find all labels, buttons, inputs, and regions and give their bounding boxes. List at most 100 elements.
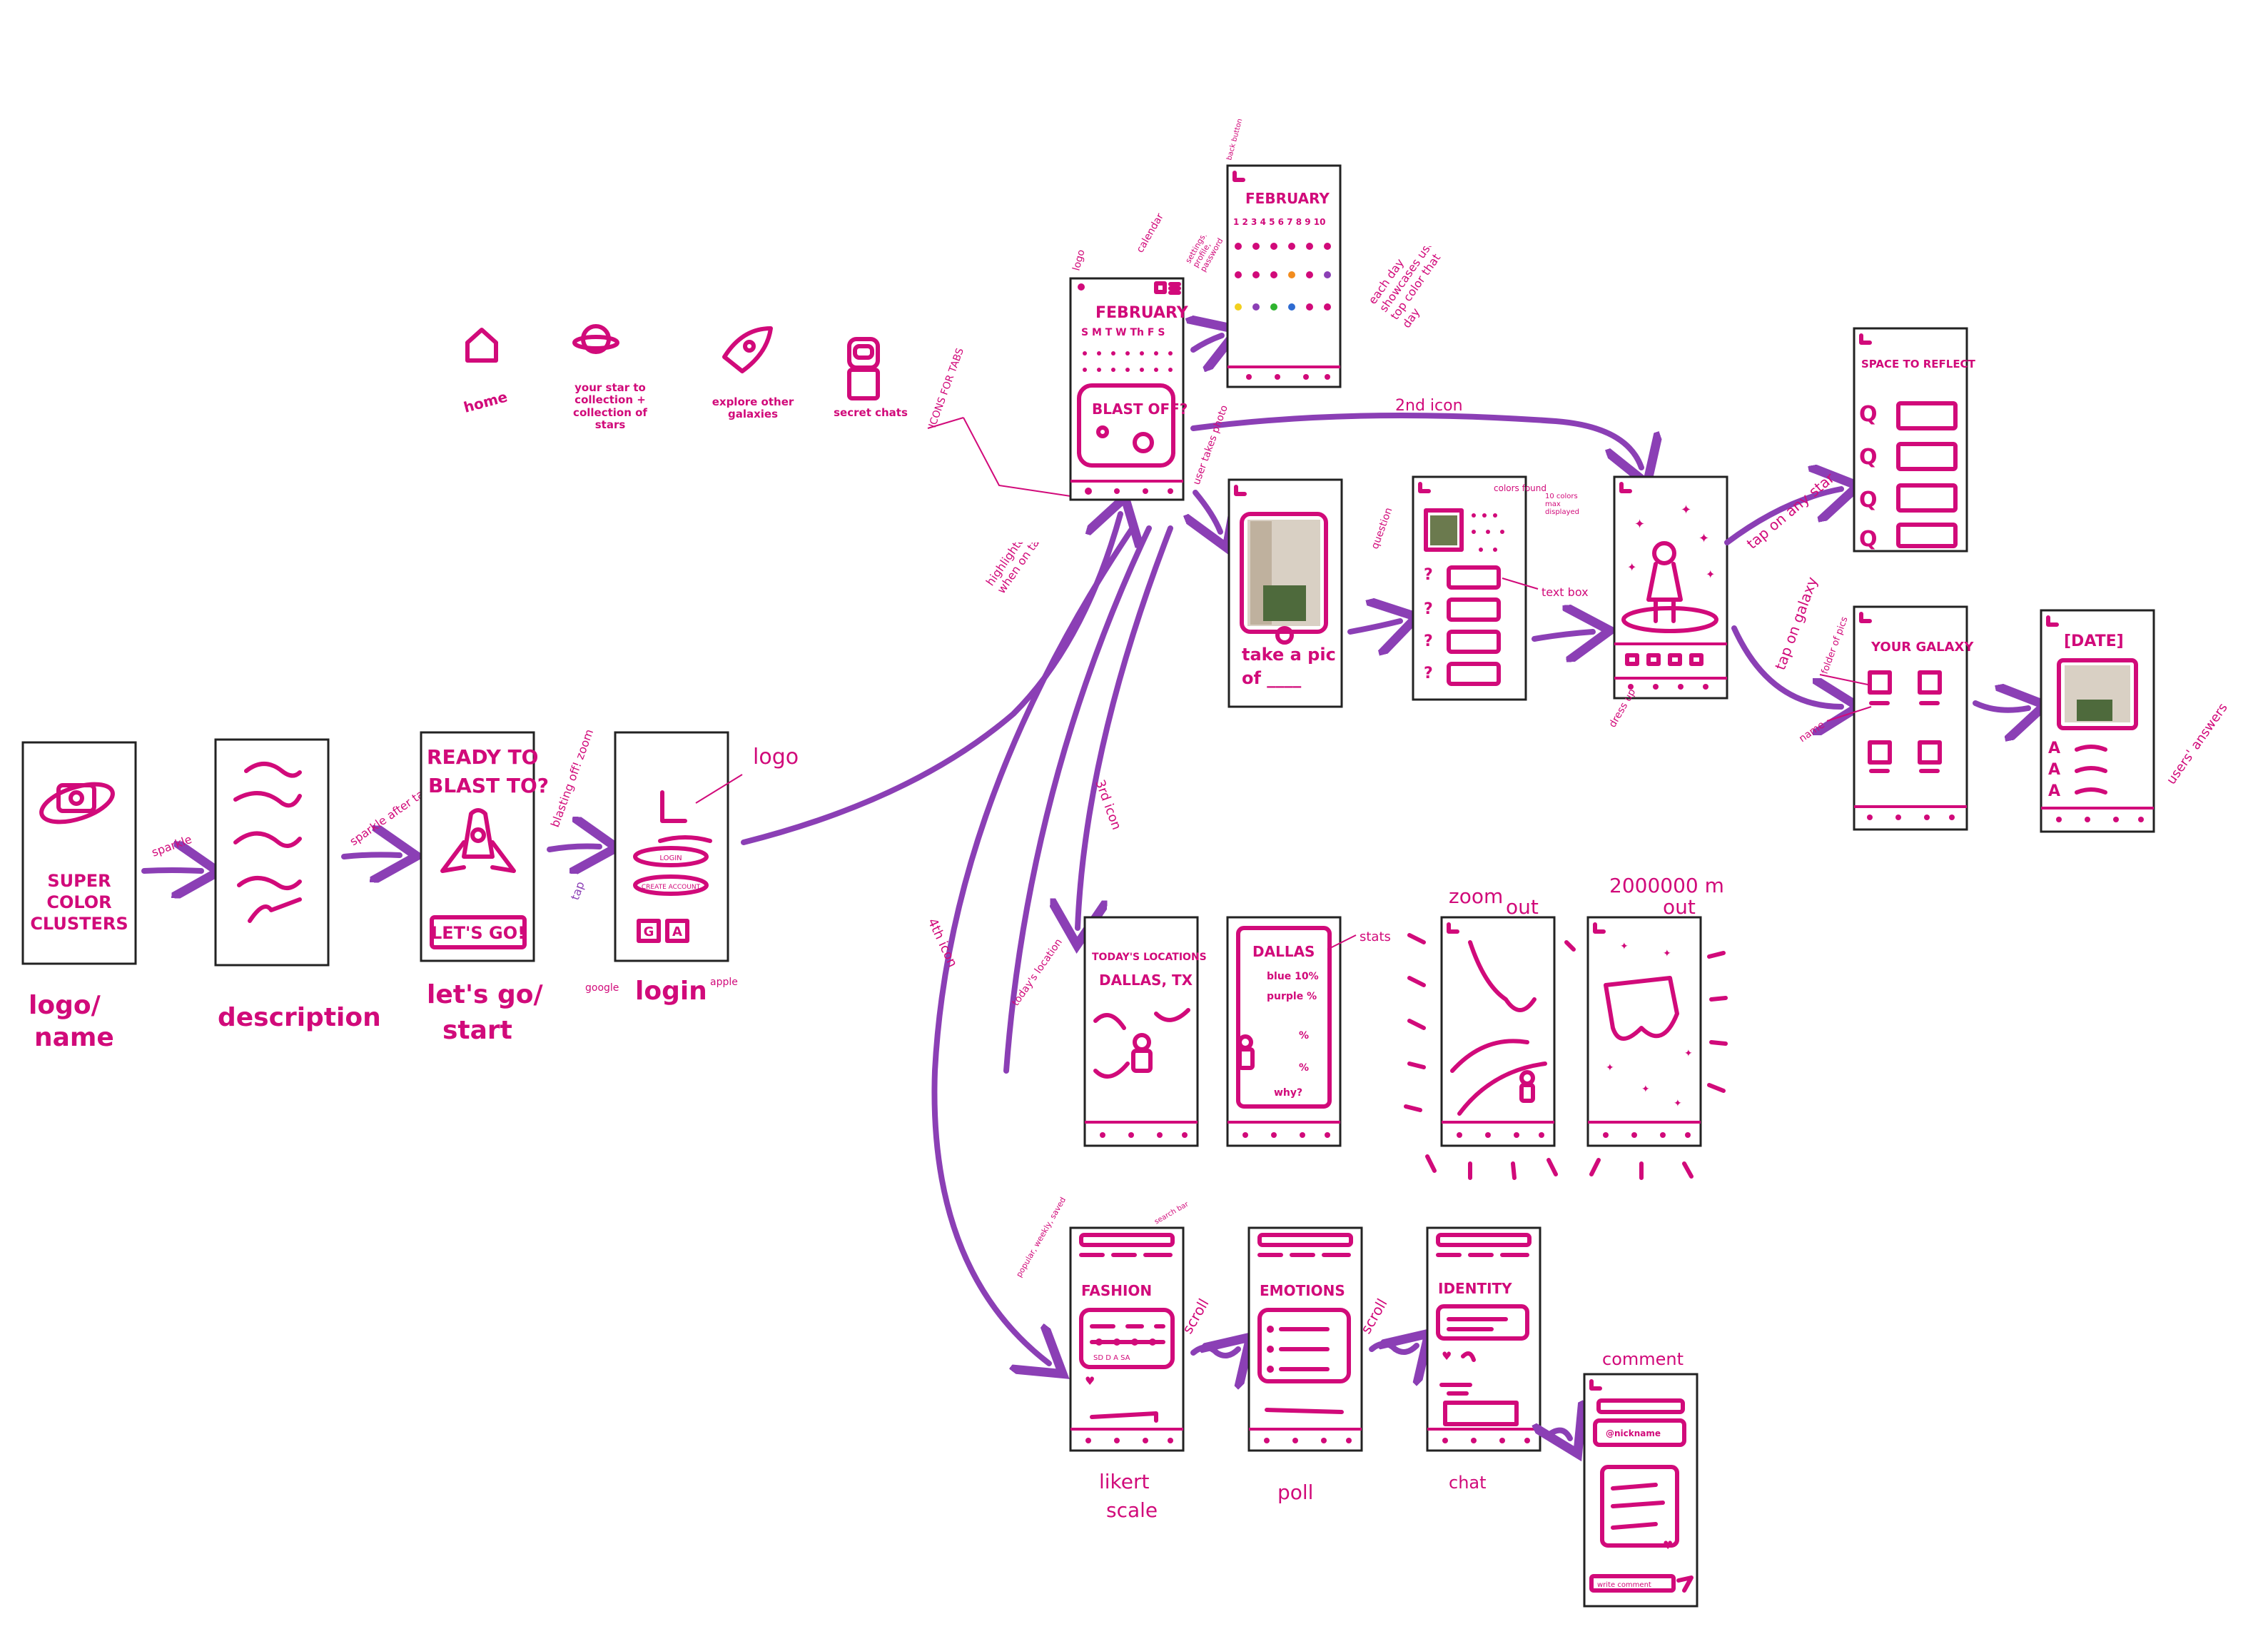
search-bar[interactable] <box>1079 1233 1175 1247</box>
arrow-dressup-to-reflect <box>1724 489 1841 545</box>
reflect-answer-box[interactable] <box>1896 523 1958 548</box>
outfit-option[interactable] <box>1668 653 1682 666</box>
galaxy-folder[interactable] <box>1918 670 1942 695</box>
photo-thumb <box>1424 508 1464 552</box>
reflect-answer-box[interactable] <box>1896 483 1958 513</box>
heart-icon[interactable]: ♥ <box>1085 1374 1095 1388</box>
back-icon[interactable] <box>1589 1379 1602 1391</box>
home-month: FEBRUARY <box>1095 304 1189 322</box>
apple-glyph: A <box>672 924 682 939</box>
tab-label-home: home <box>462 388 509 415</box>
reflect-q: Q <box>1859 527 1878 552</box>
screen-fashion: FASHION SD D A SA ♥ <box>1069 1226 1185 1452</box>
back-icon[interactable] <box>1234 485 1247 496</box>
arrow-logo-to-description <box>141 870 201 871</box>
zoom-label-3: 2000000 m <box>1609 874 1724 897</box>
search-bar[interactable] <box>1257 1233 1353 1247</box>
back-icon[interactable] <box>1418 482 1431 493</box>
svg-text:✦: ✦ <box>1620 941 1629 952</box>
heart-icon[interactable]: ♥ <box>1663 1538 1673 1552</box>
galaxy-note-folder: folder of pics <box>1820 615 1851 676</box>
logo-title-line2: COLOR <box>46 892 111 912</box>
stats-row2: purple % <box>1267 991 1317 1002</box>
shutter-button[interactable] <box>1275 626 1294 645</box>
search-bar[interactable] <box>1436 1233 1532 1247</box>
lets-go-button[interactable] <box>430 915 527 949</box>
fashion-note: popular, weekly, saved <box>1014 1196 1068 1279</box>
back-icon[interactable] <box>1859 612 1872 623</box>
calendar-icon[interactable] <box>1154 281 1167 294</box>
galaxy-folder[interactable] <box>1868 670 1892 695</box>
home-logo-dot <box>1078 283 1085 291</box>
heart-icon[interactable]: ♥ <box>1442 1349 1452 1363</box>
back-icon[interactable] <box>1859 333 1872 345</box>
galaxy-folder[interactable] <box>1868 740 1892 765</box>
emotions-title: EMOTIONS <box>1260 1282 1345 1299</box>
answer-textbox[interactable] <box>1447 630 1501 654</box>
reflect-answer-box[interactable] <box>1896 442 1958 471</box>
tab-home[interactable] <box>1085 488 1092 495</box>
tab-label-secret: secret chats <box>834 407 908 419</box>
outfit-option[interactable] <box>1689 653 1703 666</box>
camera-preview[interactable] <box>1240 512 1328 634</box>
screen-start: READY TO BLAST TO? LET'S GO! <box>420 731 549 962</box>
tab-secret[interactable] <box>1168 488 1173 494</box>
zoom-motion-lines <box>1404 933 1558 1180</box>
back-icon[interactable] <box>1232 171 1245 182</box>
caption-chat: chat <box>1449 1473 1487 1493</box>
stats-city: DALLAS <box>1252 943 1315 960</box>
tab-icons-legend: home your star to collection + collectio… <box>462 324 908 430</box>
comment-input[interactable] <box>1589 1574 1676 1593</box>
arrow-label-2nd-icon: 2nd icon <box>1395 397 1463 415</box>
logo-title-line3: CLUSTERS <box>30 914 128 934</box>
outfit-option[interactable] <box>1625 653 1639 666</box>
google-button[interactable] <box>637 919 661 943</box>
date-answer-a: A <box>2048 782 2060 800</box>
answer-textbox[interactable] <box>1447 565 1501 590</box>
stats-card[interactable] <box>1236 926 1332 1109</box>
arrow-label-3rd-icon: 3rd icon <box>1092 778 1124 832</box>
svg-text:✦: ✦ <box>1681 503 1691 518</box>
svg-text:?: ? <box>1424 600 1433 618</box>
back-icon[interactable] <box>1593 922 1606 934</box>
back-icon[interactable] <box>2046 615 2059 627</box>
apple-button[interactable] <box>665 919 689 943</box>
poll-card[interactable] <box>1257 1308 1351 1383</box>
questions-note-colors: colors found <box>1494 483 1546 493</box>
svg-text:?: ? <box>1424 632 1433 650</box>
likert-card[interactable] <box>1079 1308 1175 1369</box>
planet-icon <box>572 324 619 354</box>
blast-off-card[interactable] <box>1077 383 1175 468</box>
chat-box[interactable] <box>1443 1401 1519 1426</box>
chat-prompt[interactable] <box>1436 1304 1529 1341</box>
answer-textbox[interactable] <box>1447 662 1501 686</box>
login-field[interactable] <box>633 846 709 867</box>
outfit-option[interactable] <box>1646 653 1661 666</box>
tab-explore[interactable] <box>1143 488 1148 494</box>
screen-calendar: FEBRUARY 1 2 3 4 5 6 7 8 9 10 <box>1226 164 1342 388</box>
calendar-color-dots <box>1235 243 1331 311</box>
send-icon[interactable] <box>1676 1575 1694 1593</box>
avatar-platform <box>1621 606 1718 633</box>
questions-note-question: question <box>1370 506 1395 550</box>
create-account-field[interactable] <box>633 874 709 896</box>
svg-text:?: ? <box>1424 665 1433 682</box>
login-note-logo: logo <box>753 745 799 770</box>
menu-icon[interactable] <box>1168 282 1181 295</box>
stats-why: why? <box>1274 1087 1302 1099</box>
caption-logo-2: name <box>34 1023 114 1052</box>
date-title: [DATE] <box>2064 632 2124 650</box>
back-icon[interactable] <box>1619 482 1632 493</box>
svg-text:✦: ✦ <box>1684 1048 1693 1059</box>
reflect-q: Q <box>1859 445 1878 470</box>
calendar-note-back: back button <box>1225 118 1244 161</box>
stats-row3: % <box>1299 1030 1309 1042</box>
back-icon[interactable] <box>1447 922 1459 934</box>
galaxy-title: YOUR GALAXY <box>1870 640 1974 655</box>
tab-stars[interactable] <box>1114 488 1120 494</box>
reflect-answer-box[interactable] <box>1896 401 1958 430</box>
galaxy-folder[interactable] <box>1918 740 1942 765</box>
caption-likert-2: scale <box>1106 1498 1158 1522</box>
arrow-photo-to-questions <box>1347 621 1400 632</box>
answer-textbox[interactable] <box>1447 597 1501 622</box>
